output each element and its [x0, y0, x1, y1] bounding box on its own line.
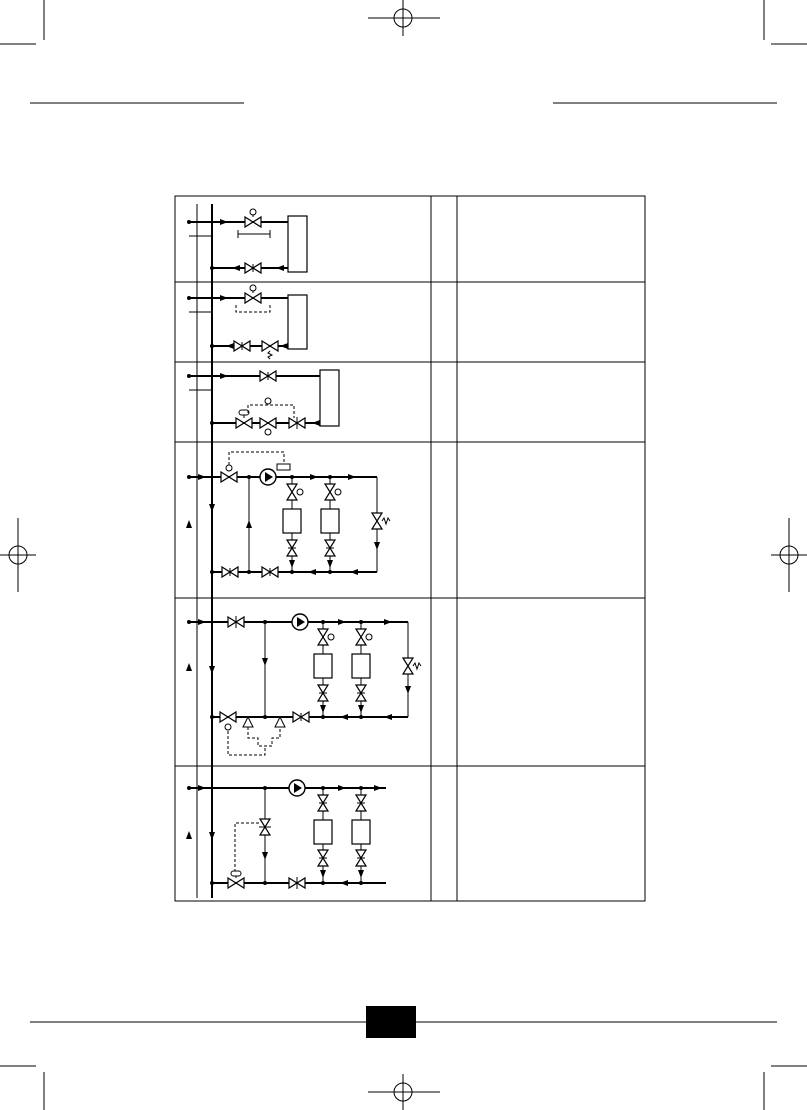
scheme-row-6 — [186, 779, 386, 889]
valve-icon — [371, 512, 383, 530]
radiator-icon — [319, 369, 340, 427]
radiator-icon — [313, 653, 333, 679]
valve-icon — [220, 471, 238, 483]
valve-icon — [286, 483, 298, 501]
valve-icon — [219, 711, 237, 723]
valve-icon — [244, 292, 262, 304]
scheme-row-1 — [187, 208, 308, 274]
pump-icon — [288, 779, 306, 797]
radiator-icon — [282, 508, 302, 534]
pump-icon — [291, 613, 309, 631]
registration-mark-icon — [368, 1074, 440, 1110]
valve-icon — [402, 657, 414, 675]
radiator-icon — [320, 508, 340, 534]
valve-icon — [259, 417, 277, 429]
valve-icon — [317, 628, 329, 646]
pump-icon — [259, 468, 277, 486]
radiator-icon — [287, 215, 308, 273]
valve-icon — [227, 877, 245, 889]
valve-icon — [235, 417, 253, 429]
valve-icon — [355, 628, 367, 646]
radiator-icon — [313, 819, 333, 845]
radiator-icon — [287, 294, 308, 350]
valve-icon — [244, 216, 262, 228]
scheme-row-4 — [186, 451, 391, 578]
registration-mark-icon — [368, 0, 440, 36]
page-number-tab — [366, 1006, 416, 1038]
scheme-row-2 — [187, 284, 308, 360]
scheme-row-3 — [187, 369, 340, 436]
radiator-icon — [351, 653, 371, 679]
radiator-icon — [351, 819, 371, 845]
registration-mark-icon — [771, 518, 807, 592]
valve-icon — [261, 340, 279, 352]
scheme-row-5 — [186, 613, 422, 756]
valve-icon — [324, 483, 336, 501]
scheme-table — [174, 195, 646, 902]
registration-mark-icon — [0, 518, 36, 592]
